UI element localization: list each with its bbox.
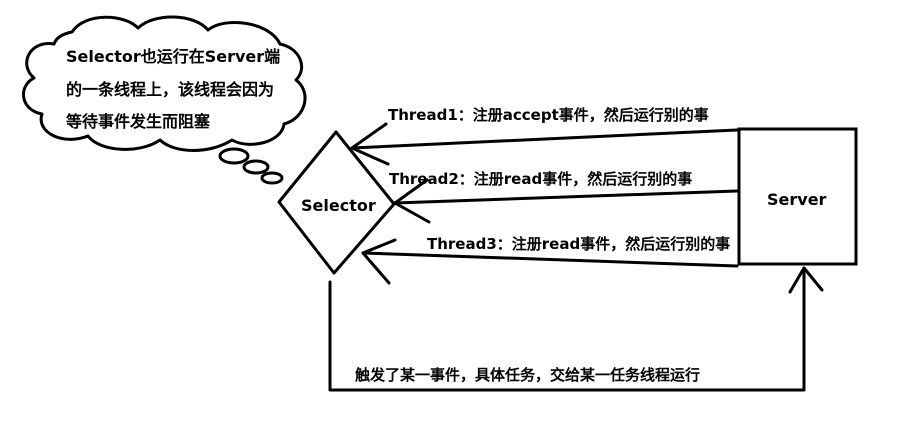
thread3-label: Thread3：注册read事件，然后运行别的事 — [427, 235, 730, 253]
thread3-arrow — [361, 238, 739, 285]
thread1-arrow — [350, 122, 739, 166]
cloud-shape — [22, 15, 307, 152]
server-node — [737, 127, 858, 266]
thought-dot-small — [260, 171, 284, 185]
bubble-text-line3: 等待事件发生而阻塞 — [65, 112, 211, 131]
dispatch-arrow — [328, 266, 824, 392]
thread1-label: Thread1：注册accept事件，然后运行别的事 — [388, 106, 709, 124]
selector-node — [277, 130, 396, 275]
thought-bubble — [22, 15, 307, 185]
thread2-arrow — [393, 178, 739, 224]
thought-dot-medium — [242, 159, 270, 175]
bubble-text-line2: 的一条线程上，该线程会因为 — [66, 80, 274, 99]
selector-label: Selector — [301, 196, 376, 215]
thread2-label: Thread2：注册read事件，然后运行别的事 — [389, 170, 692, 188]
dispatch-label: 触发了某一事件，具体任务，交给某一任务线程运行 — [355, 366, 700, 384]
thought-dot-large — [218, 147, 250, 165]
server-label: Server — [767, 190, 827, 209]
bubble-text-line1: Selector也运行在Server端 — [66, 47, 280, 66]
